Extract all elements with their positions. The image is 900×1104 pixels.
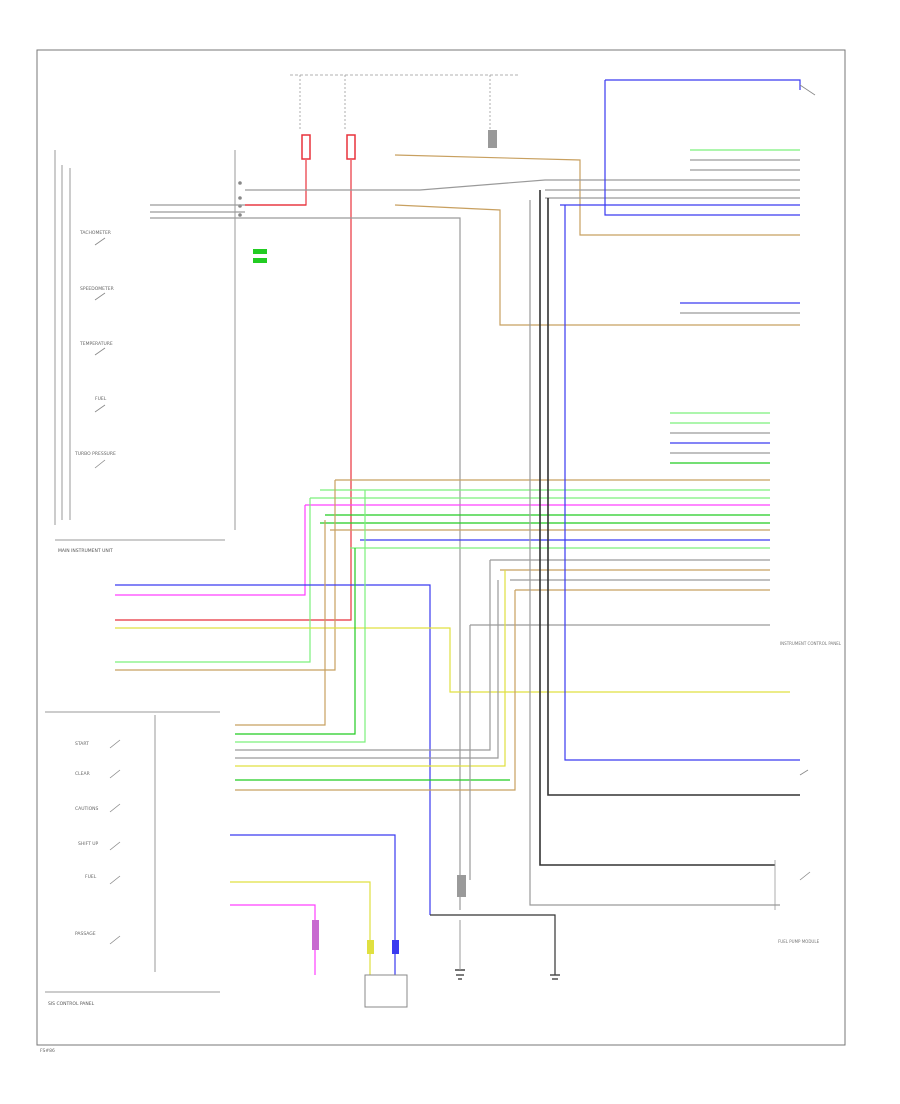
wire-harness <box>115 79 801 975</box>
gray-connector <box>457 875 466 897</box>
sis-switch-0: START <box>75 741 89 747</box>
instrument-list: TACHOMETER SPEEDOMETER TEMPERATURE FUEL … <box>74 230 116 469</box>
instrument-label-4: TURBO PRESSURE <box>74 451 116 457</box>
sensor-box <box>364 974 408 1008</box>
blue-connector <box>392 940 399 954</box>
fuse-group-top <box>290 74 520 160</box>
sis-switch-4: FUEL <box>85 874 97 880</box>
yellow-connector <box>367 940 374 954</box>
instrument-label-1: SPEEDOMETER <box>80 286 114 292</box>
sis-switch-2: CAUTIONS <box>75 806 98 812</box>
fuse-middle <box>346 134 356 160</box>
fuel-pump-module-label: FUEL PUMP MODULE <box>778 939 820 944</box>
instrument-label-3: FUEL <box>95 396 107 402</box>
instrument-control-panel-label: INSTRUMENT CONTROL PANEL <box>780 641 842 646</box>
connector-unit-right <box>238 181 267 263</box>
sis-control-panel: START CLEAR CAUTIONS SHIFT UP FUEL PASSA… <box>45 711 220 1007</box>
right-components: INSTRUMENT CONTROL PANEL FUEL PUMP MODUL… <box>774 84 842 944</box>
instrument-label-2: TEMPERATURE <box>79 341 113 347</box>
diagram-frame <box>36 49 846 1046</box>
pink-connector <box>312 920 319 950</box>
instrument-label-0: TACHOMETER <box>79 230 111 236</box>
sis-switch-3: SHIFT UP <box>78 841 99 847</box>
sis-switch-5: PASSAGE <box>75 931 96 937</box>
diagram-code: FS#86 <box>40 1048 55 1054</box>
sis-switch-1: CLEAR <box>75 771 90 777</box>
bottom-components <box>312 875 560 1008</box>
main-instrument-unit-label: MAIN INSTRUMENT UNIT <box>58 548 113 554</box>
sis-control-panel-label: SIS CONTROL PANEL <box>48 1001 95 1007</box>
fuse-left <box>301 134 311 160</box>
main-instrument-unit: TACHOMETER SPEEDOMETER TEMPERATURE FUEL … <box>54 150 236 554</box>
fuse-right <box>488 130 497 148</box>
